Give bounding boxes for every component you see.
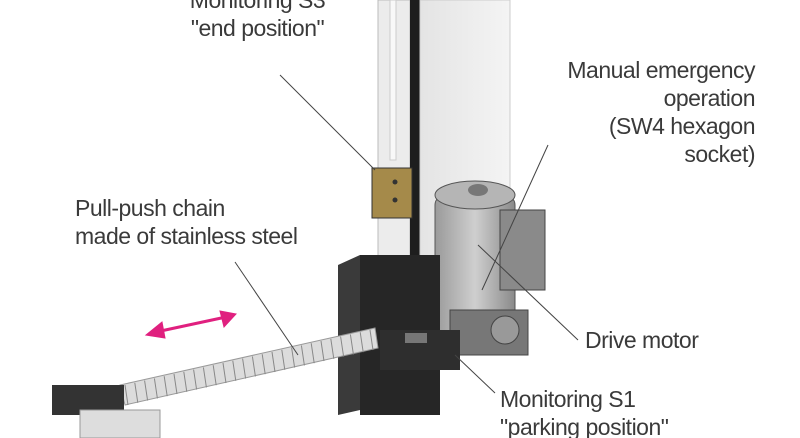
chain-link [291,347,296,368]
chain-link [212,365,217,386]
drive-motor [434,180,546,356]
label-drive-motor: Drive motor [585,326,699,354]
chain-link [144,380,149,401]
label-line: operation [663,85,756,111]
chain-link [193,369,198,390]
chain-link [173,373,178,395]
chain-link [251,356,256,377]
label-monitoring-s3: Monitoring S3 "end position" [180,0,335,42]
label-line: Monitoring S3 [189,0,326,13]
chain-link [242,358,247,379]
chain-link [222,362,227,384]
label-line: made of stainless steel [75,223,298,249]
label-line: Drive motor [585,327,699,353]
chain-link [281,349,286,370]
label-line: "end position" [190,15,325,41]
label-manual-emergency: Manual emergency operation (SW4 hexagon … [567,56,755,168]
chain-link [359,332,364,353]
chain-link [163,376,168,397]
end-effector [52,385,161,438]
chain-link [261,354,266,375]
leader-lines [234,74,579,394]
label-line: Manual emergency [567,57,755,83]
chain-link [183,371,188,392]
chain-link [349,334,354,355]
label-line: Monitoring S1 [500,386,636,412]
label-line: Pull-push chain [75,195,225,221]
label-chain: Pull-push chain made of stainless steel [75,194,298,250]
chain-link [330,338,335,359]
label-line: "parking position" [500,414,669,438]
chain-link [153,378,158,399]
chain-link [202,367,207,388]
chain-link [232,360,237,381]
chain-link [340,336,345,357]
label-line: (SW4 hexagon [608,113,756,139]
chain-link [300,345,305,366]
chain-link [310,343,315,364]
chain-link [271,351,276,373]
chain-link [124,384,129,406]
label-line: socket) [684,141,755,167]
s3-sensor [371,167,413,219]
chain-link [134,382,139,403]
motion-arrow [144,310,237,339]
label-monitoring-s1: Monitoring S1 "parking position" [500,385,669,438]
chain-link [369,329,374,351]
chain-link [320,340,325,362]
